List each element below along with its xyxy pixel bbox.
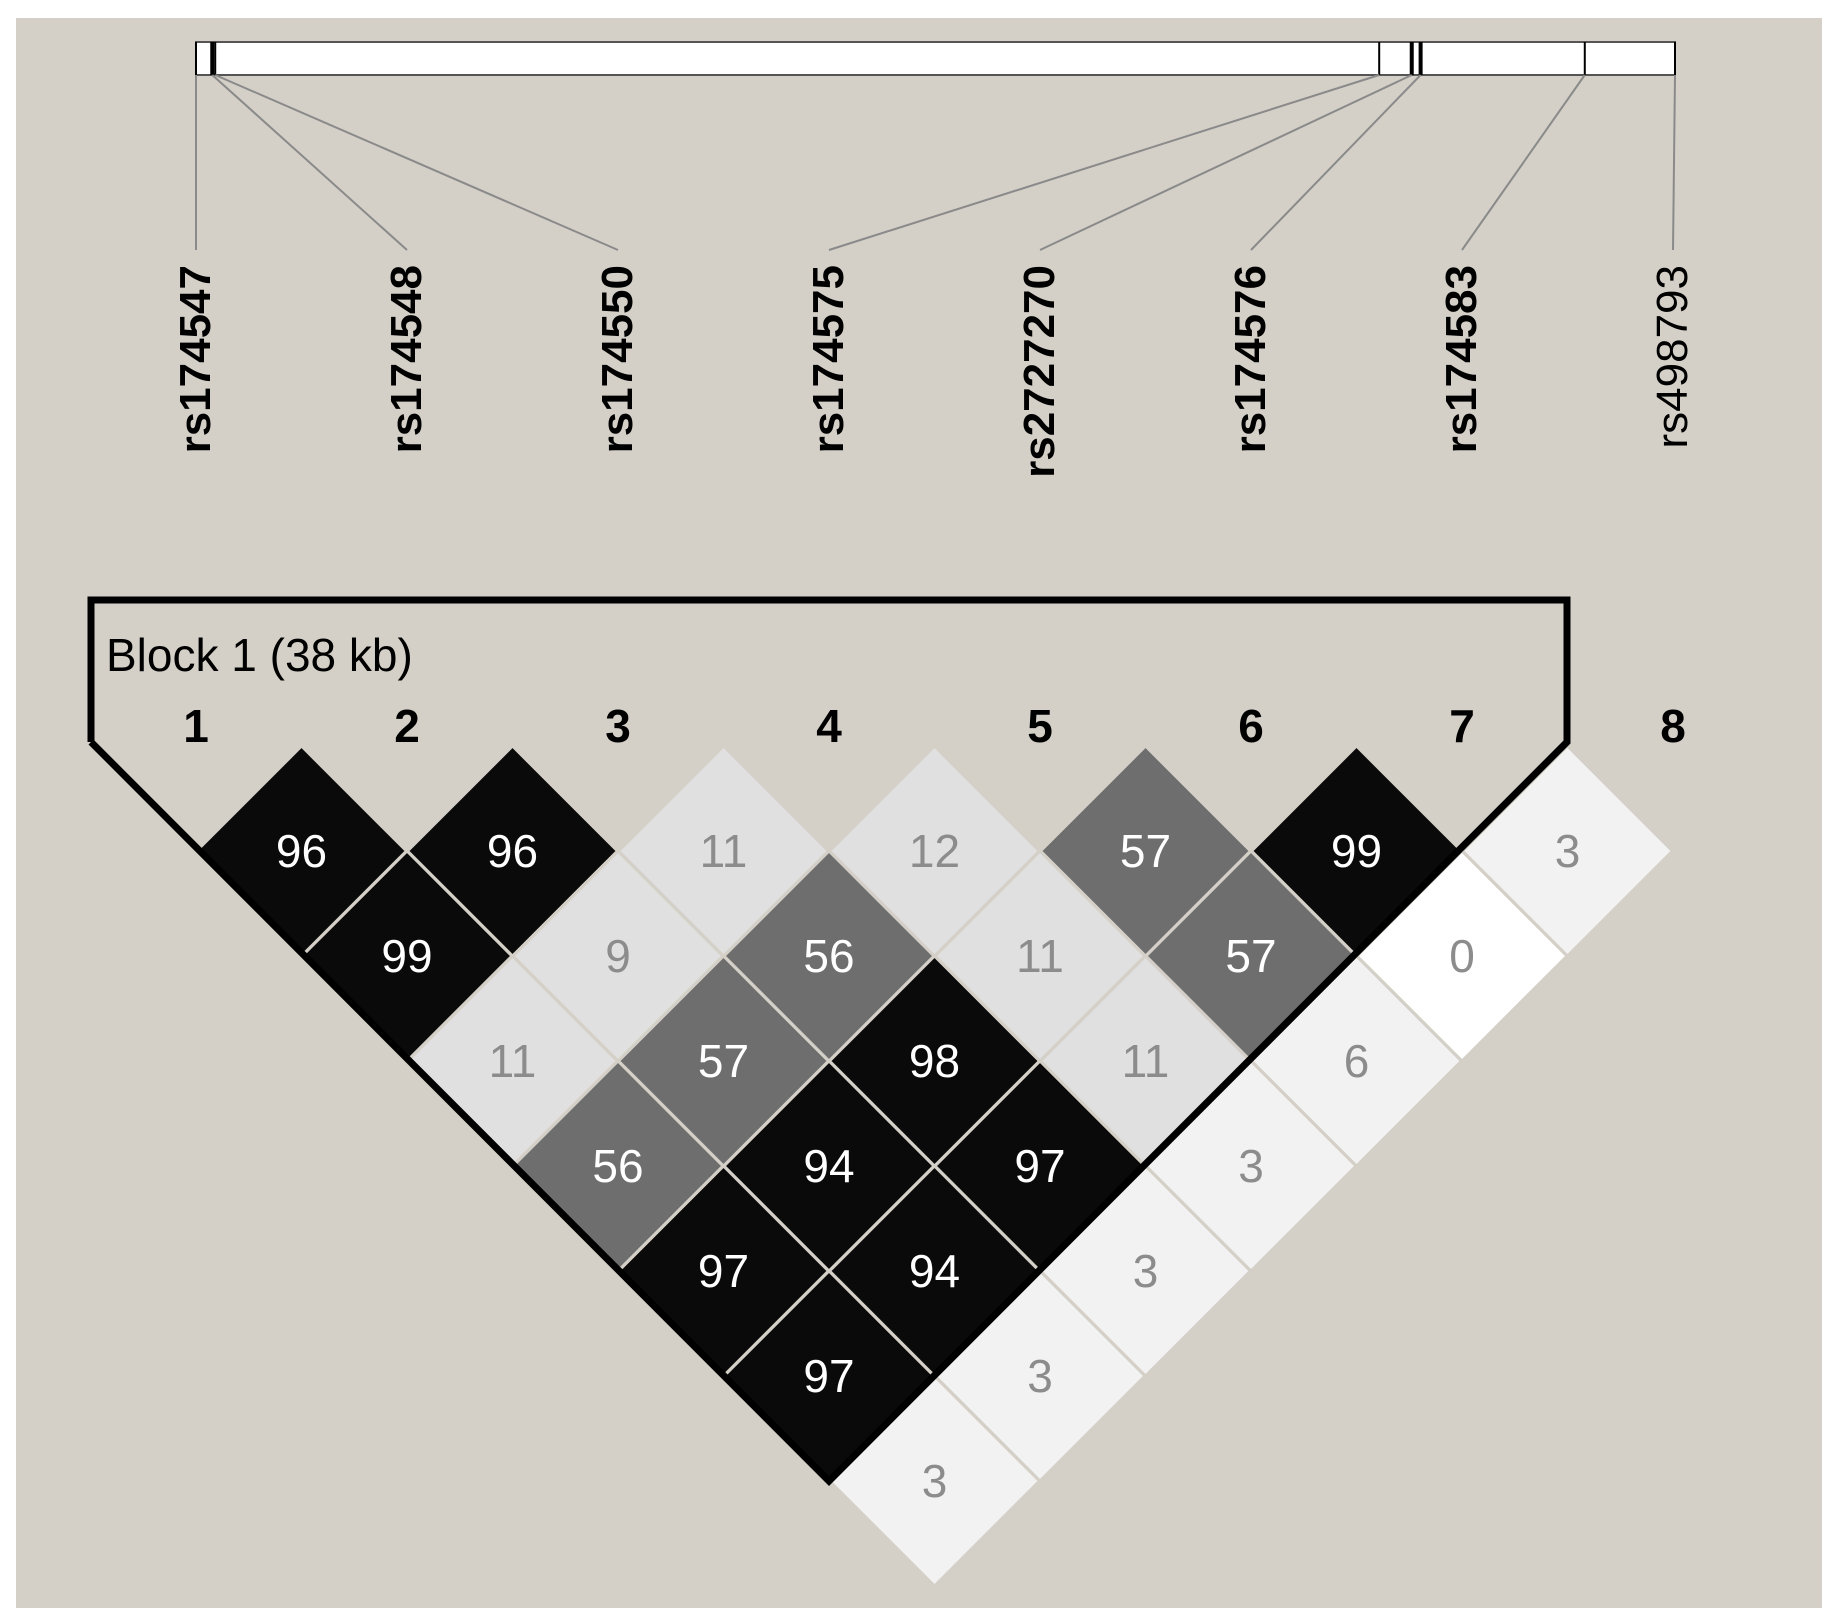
ld-cell-value: 3 (1238, 1140, 1264, 1192)
ld-cell-value: 97 (1014, 1140, 1065, 1192)
snp-connector (1461, 74, 1586, 251)
snp-index-label: 1 (183, 700, 209, 752)
snp-connector (214, 74, 619, 251)
snp-name-label: rs174547 (171, 265, 220, 453)
snp-index-label: 4 (816, 700, 842, 752)
snp-connector-lines (195, 74, 1676, 251)
ld-cell-value: 57 (1120, 825, 1171, 877)
block-outline-path (87, 596, 1571, 1486)
ld-cells: 96 99 11 56 97 97 3 96 9 57 94 94 3 11 56 98 97 3 12 11 11 3 5… (194, 743, 1675, 1589)
ld-cell-value: 97 (698, 1245, 749, 1297)
haplotype-block-outline: Block 1 (38 kb) (87, 596, 1571, 1486)
ld-cell-value: 57 (698, 1035, 749, 1087)
ld-cell-value: 6 (1344, 1035, 1370, 1087)
ld-cell-value: 57 (1225, 930, 1276, 982)
snp-index-label: 6 (1238, 700, 1264, 752)
ld-cell-value: 94 (909, 1245, 960, 1297)
ld-cell-value: 94 (803, 1140, 854, 1192)
ld-cell-value: 3 (1555, 825, 1581, 877)
ld-cell-value: 11 (1016, 930, 1064, 982)
ld-cell-value: 98 (909, 1035, 960, 1087)
snp-index-labels: 1 2 3 4 5 6 7 8 (183, 700, 1686, 752)
ld-cell-value: 97 (803, 1350, 854, 1402)
snp-index-label: 7 (1449, 700, 1475, 752)
snp-connector (1250, 74, 1422, 251)
snp-name-label: rs498793 (1648, 265, 1697, 448)
ld-cell-value: 96 (276, 825, 327, 877)
snp-name-label: rs174548 (382, 265, 431, 453)
ld-cell-value: 56 (803, 930, 854, 982)
snp-index-label: 3 (605, 700, 631, 752)
snp-name-labels: rs174547 rs174548 rs174550 rs174575 rs272727… (171, 265, 1697, 478)
ld-cell-value: 11 (1122, 1035, 1170, 1087)
chromosome-bar (195, 41, 1676, 76)
snp-connector (211, 74, 408, 251)
ld-cell-value: 99 (1331, 825, 1382, 877)
ld-cell-value: 3 (1133, 1245, 1159, 1297)
block-label: Block 1 (38 kb) (106, 629, 413, 681)
snp-connector (828, 74, 1380, 251)
ld-cell-value: 99 (381, 930, 432, 982)
ld-cell-value: 11 (700, 825, 748, 877)
ld-cell-value: 9 (605, 930, 631, 982)
ld-cell-value: 3 (1027, 1350, 1053, 1402)
chromosome-track (195, 41, 1676, 76)
snp-connector (1672, 74, 1676, 251)
snp-name-label: rs174550 (593, 265, 642, 453)
snp-name-label: rs174583 (1437, 265, 1486, 453)
snp-index-label: 2 (394, 700, 420, 752)
ld-cell-value: 12 (909, 825, 960, 877)
snp-index-label: 8 (1660, 700, 1686, 752)
snp-name-label: rs174576 (1226, 265, 1275, 453)
snp-connector (1039, 74, 1413, 251)
ld-cell-value: 0 (1449, 930, 1475, 982)
snp-name-label: rs174575 (804, 265, 853, 453)
ld-cell-value: 11 (489, 1035, 537, 1087)
ld-cell-value: 96 (487, 825, 538, 877)
snp-name-label: rs2727270 (1015, 265, 1064, 478)
ld-cell-value: 3 (922, 1455, 948, 1507)
ld-cell-value: 56 (592, 1140, 643, 1192)
snp-index-label: 5 (1027, 700, 1053, 752)
